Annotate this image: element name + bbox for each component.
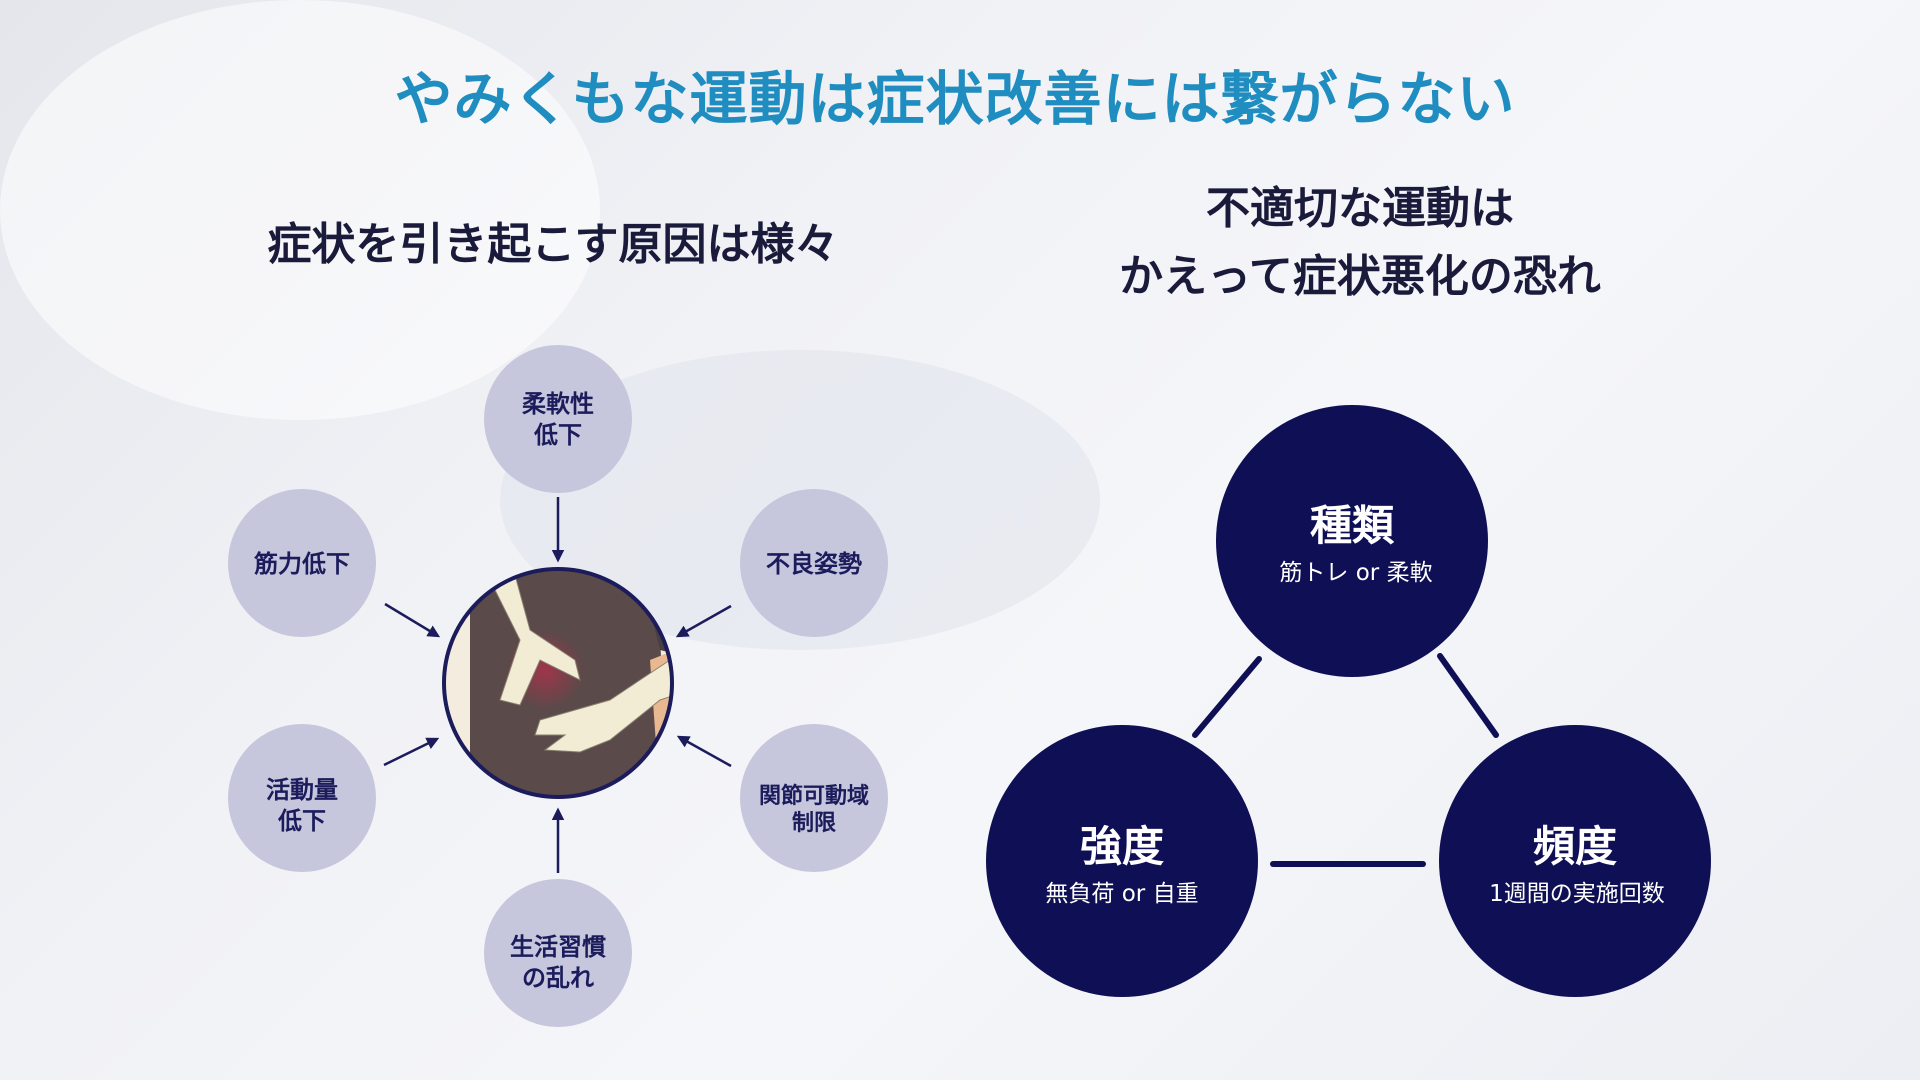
background-figure <box>0 0 600 420</box>
factor-title: 種類 <box>1310 501 1395 550</box>
right-heading-line: 不適切な運動は <box>1206 183 1514 234</box>
cause-label: 関節可動域 <box>759 783 869 809</box>
cause-circle-posture <box>740 489 888 637</box>
factor-circle-intensity <box>986 725 1258 997</box>
cause-circle-lifestyle <box>484 879 632 1027</box>
slide-title: やみくもな運動は症状改善には繋がらない <box>394 65 1516 133</box>
cause-label: 筋力低下 <box>253 550 350 578</box>
factor-title: 強度 <box>1080 822 1164 871</box>
factor-circle-type <box>1216 405 1488 677</box>
cause-label: 低下 <box>277 807 326 835</box>
cause-label: 不良姿勢 <box>766 550 862 578</box>
cause-circle-strength <box>228 489 376 637</box>
arrow <box>383 737 440 767</box>
back-pain-illustration <box>442 567 674 799</box>
cause-label: 生活習慣 <box>510 933 606 961</box>
factor-circle-frequency <box>1439 725 1711 997</box>
cause-label: の乱れ <box>522 964 594 992</box>
left-heading: 症状を引き起こす原因は様々 <box>267 219 839 270</box>
cause-label: 柔軟性 <box>522 390 594 418</box>
cause-circle-flexibility <box>484 345 632 493</box>
diagrams: 柔軟性 低下 筋力低下 不良姿勢 活動量 低下 関節可動域 制限 生活習慣 の乱… <box>228 345 1711 1027</box>
factor-detail: 無負荷 or 自重 <box>1045 881 1198 907</box>
connector-line <box>1437 653 1499 738</box>
factor-title: 頻度 <box>1533 822 1617 871</box>
cause-circle-activity <box>228 724 376 872</box>
arrow <box>675 604 732 638</box>
cause-label: 低下 <box>533 421 582 449</box>
cause-circle-rom <box>740 724 888 872</box>
right-heading-line: かえって症状悪化の恐れ <box>1119 251 1601 302</box>
cause-label: 活動量 <box>266 776 338 804</box>
right-heading: 不適切な運動は かえって症状悪化の恐れ <box>1010 175 1710 311</box>
connector-line <box>1192 656 1262 738</box>
arrow <box>676 735 732 768</box>
arrow <box>384 602 441 638</box>
factor-detail: 1週間の実施回数 <box>1489 881 1665 907</box>
cause-label: 制限 <box>792 811 836 836</box>
factor-detail: 筋トレ or 柔軟 <box>1279 560 1432 586</box>
